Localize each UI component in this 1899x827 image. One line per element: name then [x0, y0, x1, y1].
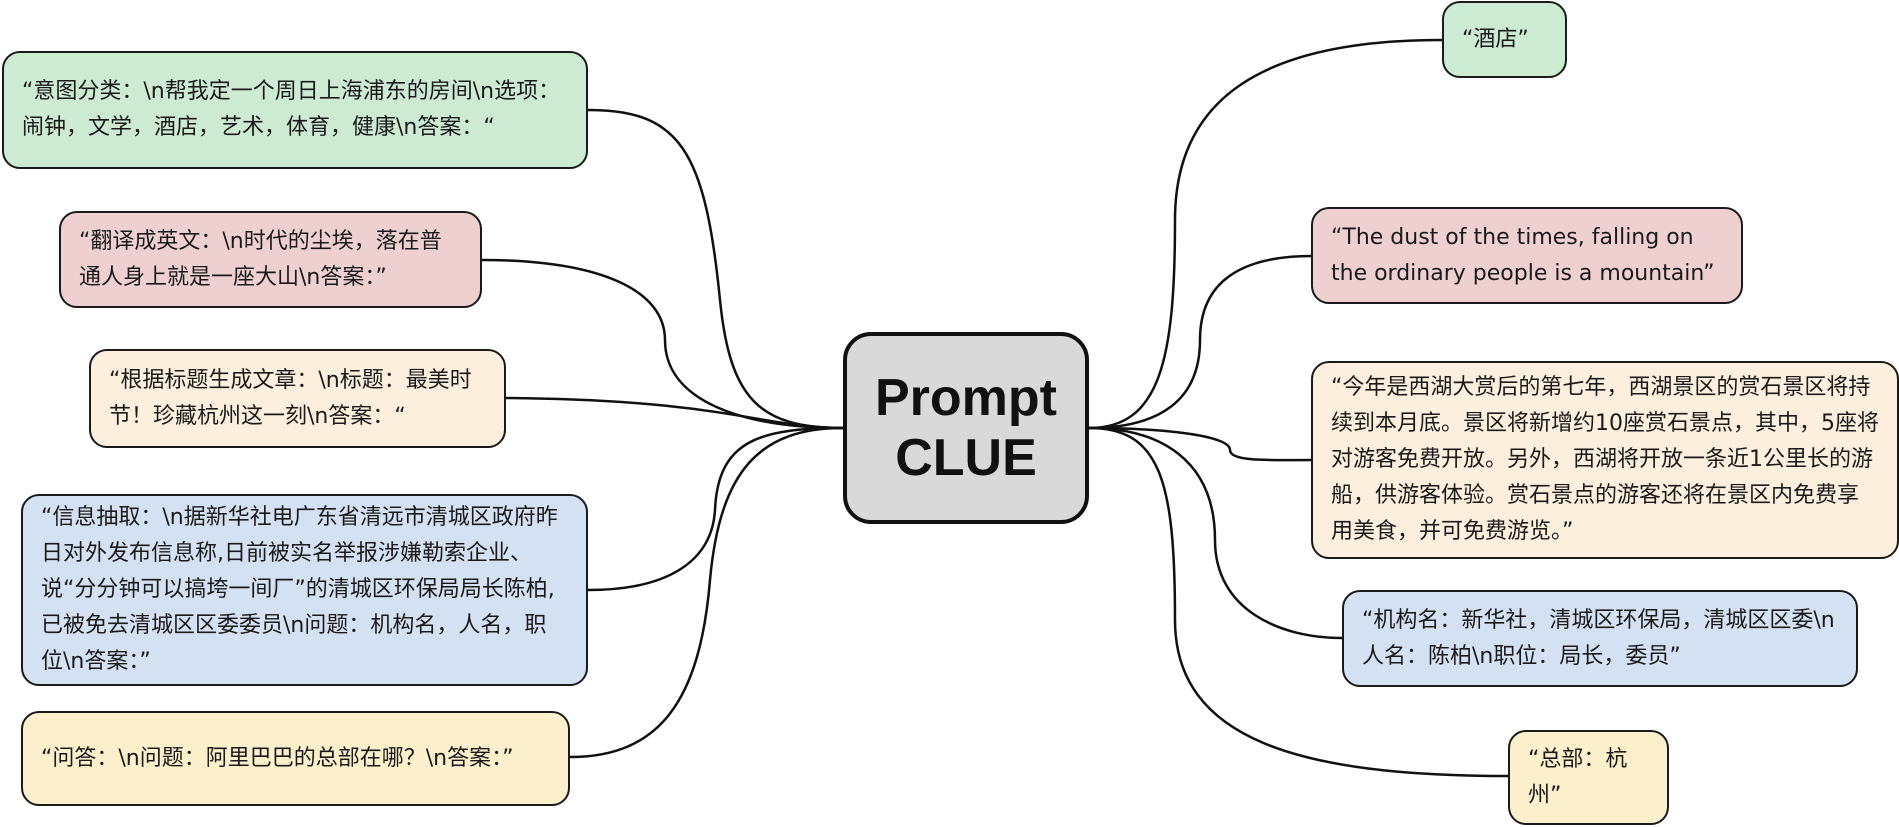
connector-generate: [505, 396, 844, 430]
center-title-line2: CLUE: [895, 429, 1037, 487]
prompt-node-intent: “意图分类：\n帮我定一个周日上海浦东的房间\n选项：闹钟，文学，酒店，艺术，体…: [2, 51, 588, 169]
answer-node-extract: “机构名：新华社，清城区环保局，清城区区委\n人名：陈柏\n职位：局长，委员”: [1342, 590, 1858, 687]
prompt-text-qa: “问答：\n问题：阿里巴巴的总部在哪？\n答案：”: [41, 745, 514, 771]
prompt-text-translate: “翻译成英文：\n时代的尘埃，落在普通人身上就是一座大山\n答案：”: [79, 228, 442, 290]
answer-text-qa: “总部：杭州”: [1528, 746, 1628, 808]
prompt-node-generate: “根据标题生成文章：\n标题：最美时节！珍藏杭州这一刻\n答案：“: [89, 349, 506, 448]
connector-extract-answer: [1088, 426, 1343, 640]
connector-extract: [587, 426, 844, 592]
connector-intent: [587, 108, 844, 430]
connector-qa-answer: [1088, 426, 1509, 778]
answer-text-generate: “今年是西湖大赏后的第七年，西湖景区的赏石景区将持续到本月底。景区将新增约10座…: [1331, 375, 1879, 544]
connector-translate: [481, 258, 844, 430]
answer-text-translate: “The dust of the times, falling on the o…: [1331, 224, 1715, 286]
answer-node-generate: “今年是西湖大赏后的第七年，西湖景区的赏石景区将持续到本月底。景区将新增约10座…: [1311, 361, 1899, 559]
connector-generate-answer: [1088, 426, 1313, 462]
center-title-line1: Prompt: [875, 369, 1057, 427]
connector-translate-answer: [1088, 254, 1313, 430]
answer-text-extract: “机构名：新华社，清城区环保局，清城区区委\n人名：陈柏\n职位：局长，委员”: [1362, 607, 1835, 669]
answer-node-translate: “The dust of the times, falling on the o…: [1311, 207, 1743, 304]
prompt-text-generate: “根据标题生成文章：\n标题：最美时节！珍藏杭州这一刻\n答案：“: [109, 367, 472, 429]
answer-node-qa: “总部：杭州”: [1508, 730, 1669, 825]
answer-text-intent: “酒店”: [1462, 26, 1529, 52]
prompt-node-extract: “信息抽取：\n据新华社电广东省清远市清城区政府昨日对外发布信息称,日前被实名举…: [21, 494, 588, 686]
answer-node-intent: “酒店”: [1442, 1, 1567, 78]
connector-intent-answer: [1088, 38, 1443, 430]
prompt-node-translate: “翻译成英文：\n时代的尘埃，落在普通人身上就是一座大山\n答案：”: [59, 211, 482, 308]
prompt-text-intent: “意图分类：\n帮我定一个周日上海浦东的房间\n选项：闹钟，文学，酒店，艺术，体…: [22, 79, 561, 140]
center-node: Prompt CLUE: [843, 332, 1089, 524]
prompt-text-extract: “信息抽取：\n据新华社电广东省清远市清城区政府昨日对外发布信息称,日前被实名举…: [41, 505, 558, 674]
prompt-node-qa: “问答：\n问题：阿里巴巴的总部在哪？\n答案：”: [21, 711, 570, 806]
connector-qa: [569, 426, 844, 759]
